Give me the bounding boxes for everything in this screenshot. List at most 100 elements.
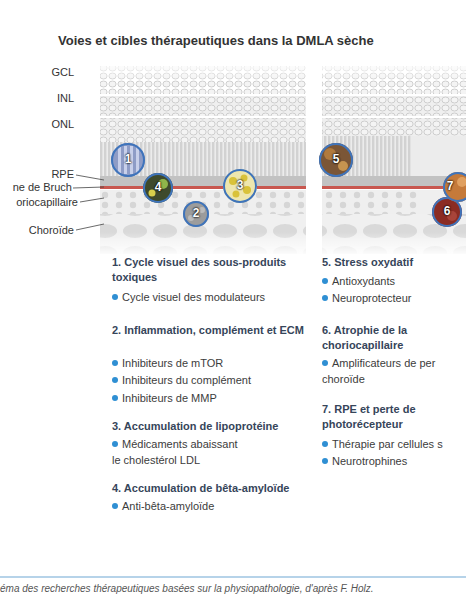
circle-border: [112, 144, 144, 176]
detail-shape: [149, 190, 156, 197]
detail-shape: [118, 146, 121, 174]
detail-shape: [457, 177, 466, 187]
circle-detail: [457, 177, 466, 187]
therapy-item: Anti-bêta-amyloïde: [112, 498, 304, 514]
layer-label: Choroïde: [0, 224, 74, 237]
left-retina-panel-part: [100, 118, 306, 142]
leader-lines-part: [73, 187, 104, 188]
layer-label: oriocapillaire: [0, 196, 78, 209]
figure-caption: éma des recherches thérapeutiques basées…: [0, 583, 374, 594]
detail-shape: [199, 207, 205, 213]
figure-title: Voies et cibles thérapeutiques dans la D…: [58, 33, 374, 48]
detail-shape: [338, 161, 348, 171]
frame-rule-part: [0, 576, 466, 577]
callout-circle: 2: [183, 201, 209, 227]
frame-rule: [0, 577, 466, 578]
callout-number: 1: [111, 152, 145, 166]
pathway-heading: 3. Accumulation de lipoprotéine: [112, 419, 304, 434]
pathway-heading: 5. Stress oxydatif: [322, 255, 466, 270]
callout-circle: 4: [143, 173, 173, 203]
callout-circle: 1: [111, 143, 145, 177]
circle-fill: [319, 143, 353, 177]
circle-fill: [183, 201, 209, 227]
leader-lines-part: [76, 224, 104, 230]
bullet-dot: [322, 458, 328, 464]
callout-number: 2: [183, 206, 209, 220]
bullet-dot: [112, 503, 118, 509]
left-retina-panel: [100, 60, 306, 256]
therapy-item: Inhibiteurs du complément: [112, 372, 304, 388]
right-retina-panel-part: [322, 118, 466, 136]
therapy-item: Cycle visuel des modulateurs: [112, 289, 304, 305]
pathway-heading: 2. Inflammation, complément et ECM: [112, 323, 304, 338]
circle-fill: [143, 173, 173, 203]
left-retina-panel-part: [100, 142, 306, 176]
circle-fill: [111, 143, 145, 177]
left-retina-panel-part: [100, 190, 306, 214]
circle-border: [224, 170, 256, 202]
right-retina-panel-part: [322, 232, 466, 256]
pathway-heading: 7. RPE et perte de photorécepteur: [322, 402, 462, 432]
right-retina-panel-part: [322, 60, 466, 82]
bullet-dot: [112, 441, 118, 447]
left-retina-panel-part: [100, 232, 306, 256]
bullet-dot: [112, 395, 118, 401]
pathway-heading: 4. Accumulation de bêta-amyloïde: [112, 481, 312, 496]
left-retina-panel-part: [100, 190, 306, 214]
right-retina-panel-part: [322, 190, 422, 214]
detail-shape: [243, 186, 251, 194]
callout-number: 7: [435, 179, 465, 193]
left-retina-panel-part: [100, 118, 306, 142]
therapy-item: Thérapie par cellules s: [322, 436, 466, 452]
right-retina-panel-part: [322, 118, 466, 136]
bullet-dot: [322, 295, 328, 301]
circle-outline: [443, 172, 466, 202]
layer-label: RPE: [0, 168, 74, 181]
therapy-item: Neuroprotecteur: [322, 290, 466, 306]
callout-number: 4: [143, 180, 173, 194]
leader-lines-part: [80, 198, 104, 202]
layer-label: ne de Bruch: [0, 181, 72, 194]
pathway-heading: 1. Cycle visuel des sous-produits toxiqu…: [112, 255, 304, 285]
therapy-item: Antioxydants: [322, 273, 466, 289]
bullet-dot: [112, 294, 118, 300]
circle-border: [320, 144, 352, 176]
circle-border: [433, 198, 461, 226]
bullet-dot: [322, 441, 328, 447]
callout-number: 5: [319, 152, 353, 166]
detail-shape: [136, 146, 139, 174]
therapy-item: Médicaments abaissant le cholestérol LDL: [112, 436, 248, 468]
left-retina-panel-part: [100, 142, 306, 176]
circle-fill: [443, 172, 466, 202]
right-retina-panel-part: [322, 96, 466, 116]
callout-number: 6: [432, 204, 462, 218]
circle-border: [144, 174, 172, 202]
detail-shape: [229, 177, 237, 185]
callout-circle: 5: [319, 143, 353, 177]
therapy-item: Amplificateurs de per choroïde: [322, 355, 456, 387]
circle-border: [184, 202, 208, 226]
bullet-dot: [322, 278, 328, 284]
pathway-heading: 6. Atrophie de la choriocapillaire: [322, 323, 462, 353]
callout-circle: 3: [223, 169, 257, 203]
layer-label: GCL: [0, 66, 74, 79]
bullet-dot: [322, 360, 328, 366]
left-retina-panel-part: [100, 60, 306, 82]
circle-fill: [223, 169, 257, 203]
therapy-item: Inhibiteurs de mTOR: [112, 355, 304, 371]
left-retina-panel-part: [100, 176, 306, 186]
left-retina-panel-part: [100, 186, 306, 189]
left-retina-panel-part: [100, 96, 306, 116]
callout-number: 3: [223, 178, 257, 192]
layer-label: ONL: [0, 118, 74, 131]
bullet-dot: [112, 360, 118, 366]
therapy-item: Inhibiteurs de MMP: [112, 390, 304, 406]
therapy-item: Neurotrophines: [322, 453, 466, 469]
layer-label: INL: [0, 92, 74, 105]
callout-circle: 7: [443, 172, 466, 202]
leader-lines-part: [76, 175, 104, 180]
bullet-dot: [112, 377, 118, 383]
left-retina-panel-part: [100, 96, 306, 116]
right-retina-panel-part: [322, 96, 466, 116]
